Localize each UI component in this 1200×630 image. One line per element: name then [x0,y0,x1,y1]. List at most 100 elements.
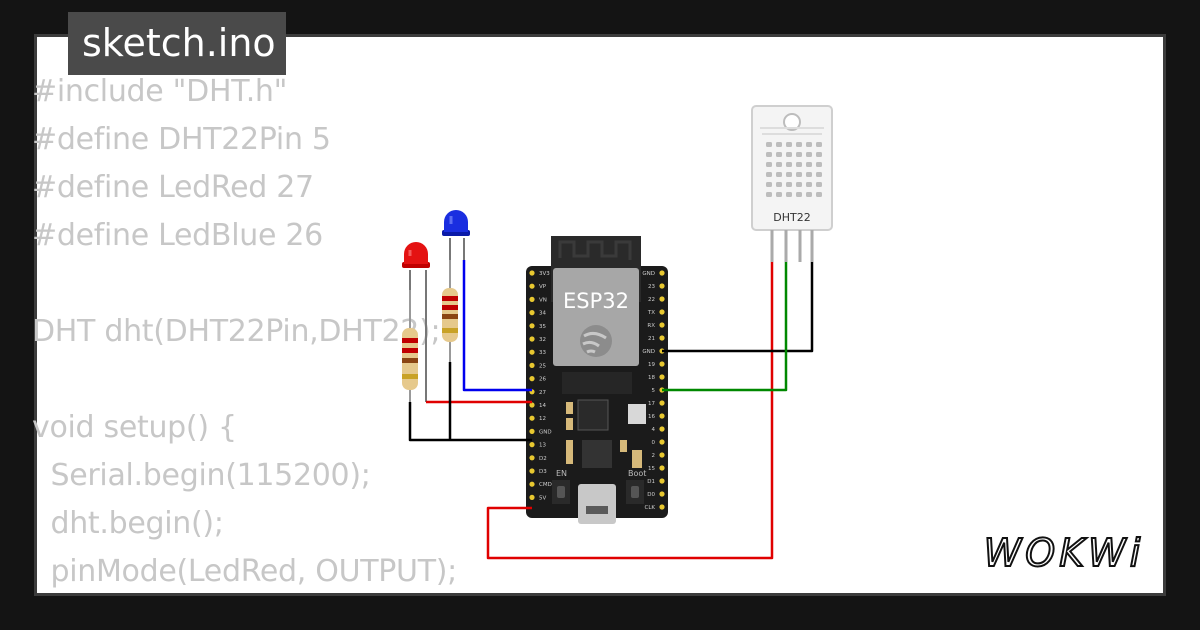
wire-gnd-sensor [662,262,814,353]
code-line: pinMode(LedRed, OUTPUT); [32,554,457,589]
sensor-grille-hole [796,172,802,177]
code-line: #define LedBlue 26 [32,218,323,253]
esp32-board[interactable]: ESP32 EN Boot 3V3VPVN343532332526271412G… [526,236,668,524]
board-pin[interactable] [659,296,665,302]
sensor-grille-hole [766,172,772,177]
board-pin[interactable] [529,283,535,289]
board-pin-label: 33 [539,350,546,356]
board-pin[interactable] [659,400,665,406]
board-pin[interactable] [529,270,535,276]
board-pin[interactable] [529,494,535,500]
board-pin-label: 25 [539,363,546,369]
board-pin-label: VN [539,297,547,303]
board-pin-label: 15 [648,466,655,472]
board-pin[interactable] [529,481,535,487]
code-line: #define DHT22Pin 5 [32,122,331,157]
sensor-grille-hole [816,182,822,187]
board-pin[interactable] [529,296,535,302]
sensor-grille-hole [806,162,812,167]
code-line: Serial.begin(115200); [32,458,371,493]
board-pin-label: D3 [539,469,547,475]
board-pin-label: 22 [648,297,655,303]
sensor-label: DHT22 [773,211,810,224]
board-pin-label: 21 [648,336,655,342]
board-pin-label: RX [647,323,655,329]
board-pin[interactable] [529,455,535,461]
board-pin[interactable] [659,270,665,276]
code-preview: #include "DHT.h" #define DHT22Pin 5 #def… [32,68,457,596]
board-pin[interactable] [659,465,665,471]
resistor-blue-led[interactable] [442,260,458,362]
code-line: dht.begin(); [32,506,224,541]
board-pin-label: 3V3 [539,271,550,277]
file-tab[interactable]: sketch.ino [68,12,286,75]
logo-text: WOKWi [984,531,1145,575]
board-pin[interactable] [659,309,665,315]
sensor-grille-hole [806,192,812,197]
sensor-grille-hole [766,192,772,197]
sensor-grille-hole [786,152,792,157]
board-pin[interactable] [659,504,665,510]
resistor-red-led[interactable] [402,290,418,402]
sensor-grille-hole [776,192,782,197]
code-line: DHT dht(DHT22Pin,DHT22); [32,314,441,349]
sensor-grille-hole [806,142,812,147]
board-pin[interactable] [659,361,665,367]
board-pin[interactable] [529,442,535,448]
board-pin[interactable] [529,310,535,316]
board-pin[interactable] [529,428,535,434]
board-pin-label: VP [539,284,547,290]
board-pin-label: 14 [539,403,546,409]
board-pin-label: 27 [539,390,546,396]
board-pin-label: 4 [652,427,656,433]
sensor-grille-hole [806,152,812,157]
board-pin-label: 16 [648,414,655,420]
board-pin-label: GND [539,429,552,435]
board-pin-label: D1 [647,479,655,485]
board-pin-label: D0 [647,492,655,498]
dht22-sensor[interactable]: DHT22 [751,105,833,262]
board-pin[interactable] [659,452,665,458]
board-pin[interactable] [529,376,535,382]
board-pin[interactable] [529,336,535,342]
board-pin[interactable] [529,323,535,329]
sensor-grille-hole [796,192,802,197]
sensor-grille-hole [786,162,792,167]
board-pin[interactable] [529,468,535,474]
board-pin-label: TX [647,310,655,316]
code-line: #define LedRed 27 [32,170,314,205]
sensor-grille-hole [776,172,782,177]
board-pin[interactable] [659,374,665,380]
board-pin-label: 23 [648,284,655,290]
sensor-grille-hole [776,182,782,187]
wire-blue [462,260,532,392]
board-pin[interactable] [529,349,535,355]
board-pin[interactable] [659,491,665,497]
sensor-grille-hole [766,182,772,187]
sensor-grille-hole [786,182,792,187]
sensor-grille-hole [816,152,822,157]
board-pin[interactable] [659,335,665,341]
board-pin-label: CLK [644,505,655,511]
sensor-grille-hole [806,172,812,177]
board-pin-label: 0 [652,440,656,446]
board-pin[interactable] [659,478,665,484]
board-pin[interactable] [659,322,665,328]
usb-port [578,484,616,524]
sensor-grille-hole [816,192,822,197]
wires [408,260,814,560]
board-pin-label: 5 [652,388,656,394]
red-led[interactable] [402,242,430,402]
board-pin-label: 35 [539,324,546,330]
board-pin[interactable] [529,362,535,368]
board-pin[interactable] [659,439,665,445]
espressif-logo-icon [580,325,612,357]
board-pin[interactable] [529,415,535,421]
board-pin[interactable] [659,413,665,419]
wire-gnd-red [408,402,532,442]
board-pin[interactable] [529,402,535,408]
sensor-grille-hole [766,162,772,167]
board-pin[interactable] [659,426,665,432]
board-pin[interactable] [659,283,665,289]
